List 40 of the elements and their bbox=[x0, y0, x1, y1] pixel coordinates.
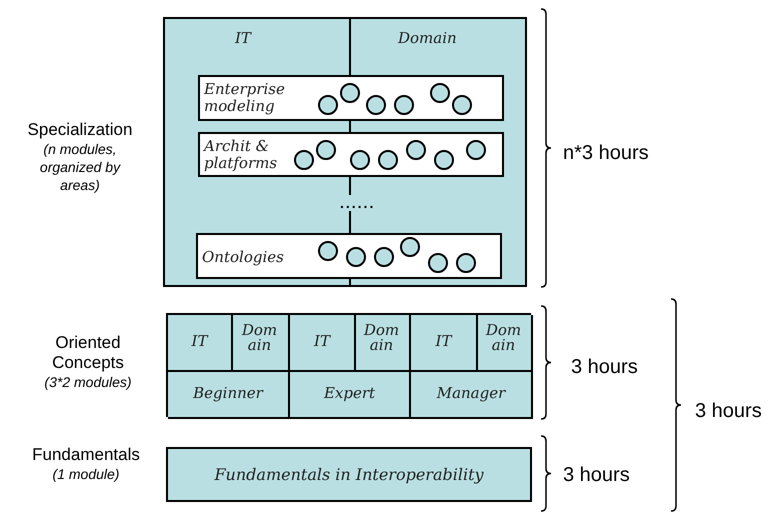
module-label: IT bbox=[434, 332, 454, 350]
module-box bbox=[198, 132, 504, 177]
duration-label: 3 hours bbox=[695, 400, 762, 423]
module-block bbox=[166, 313, 531, 417]
module-box bbox=[233, 315, 290, 372]
module-count-note: (3*2 modules) bbox=[44, 373, 132, 391]
module-box bbox=[198, 75, 504, 121]
module-count-note: (n modules, organized by areas) bbox=[38, 140, 122, 194]
module-label: Dom ain bbox=[240, 323, 278, 353]
module-box bbox=[168, 315, 233, 372]
module-box bbox=[166, 447, 532, 502]
module-label: Beginner bbox=[192, 384, 264, 402]
module-label: Manager bbox=[436, 384, 507, 402]
column-heading: Domain bbox=[398, 29, 457, 47]
level-heading: Specialization bbox=[28, 120, 132, 140]
level-heading: Fundamentals bbox=[32, 445, 140, 465]
module-label: Archit & platforms bbox=[204, 138, 278, 172]
level-heading: Oriented Concepts bbox=[51, 333, 125, 373]
module-label: IT bbox=[312, 332, 332, 350]
module-label: Dom ain bbox=[362, 323, 400, 353]
module-label: Fundamentals in Interoperability bbox=[213, 464, 485, 484]
module-box bbox=[411, 315, 478, 372]
area-panel bbox=[163, 17, 527, 287]
module-count-note: (1 module) bbox=[52, 465, 120, 483]
column-heading: IT bbox=[235, 29, 251, 47]
module-label: IT bbox=[190, 332, 210, 350]
module-box bbox=[290, 315, 356, 372]
module-box bbox=[478, 315, 533, 372]
module-label: Dom ain bbox=[484, 323, 522, 353]
duration-label: 3 hours bbox=[563, 464, 630, 487]
module-label: Enterprise modeling bbox=[204, 81, 286, 115]
module-box bbox=[356, 315, 411, 372]
module-box bbox=[196, 233, 502, 279]
module-box bbox=[290, 372, 411, 419]
duration-label: n*3 hours bbox=[563, 142, 649, 165]
module-box bbox=[411, 372, 533, 419]
module-label: Expert bbox=[322, 384, 376, 402]
module-box bbox=[168, 372, 290, 419]
module-label: Ontologies bbox=[202, 249, 285, 266]
duration-label: 3 hours bbox=[571, 356, 638, 379]
